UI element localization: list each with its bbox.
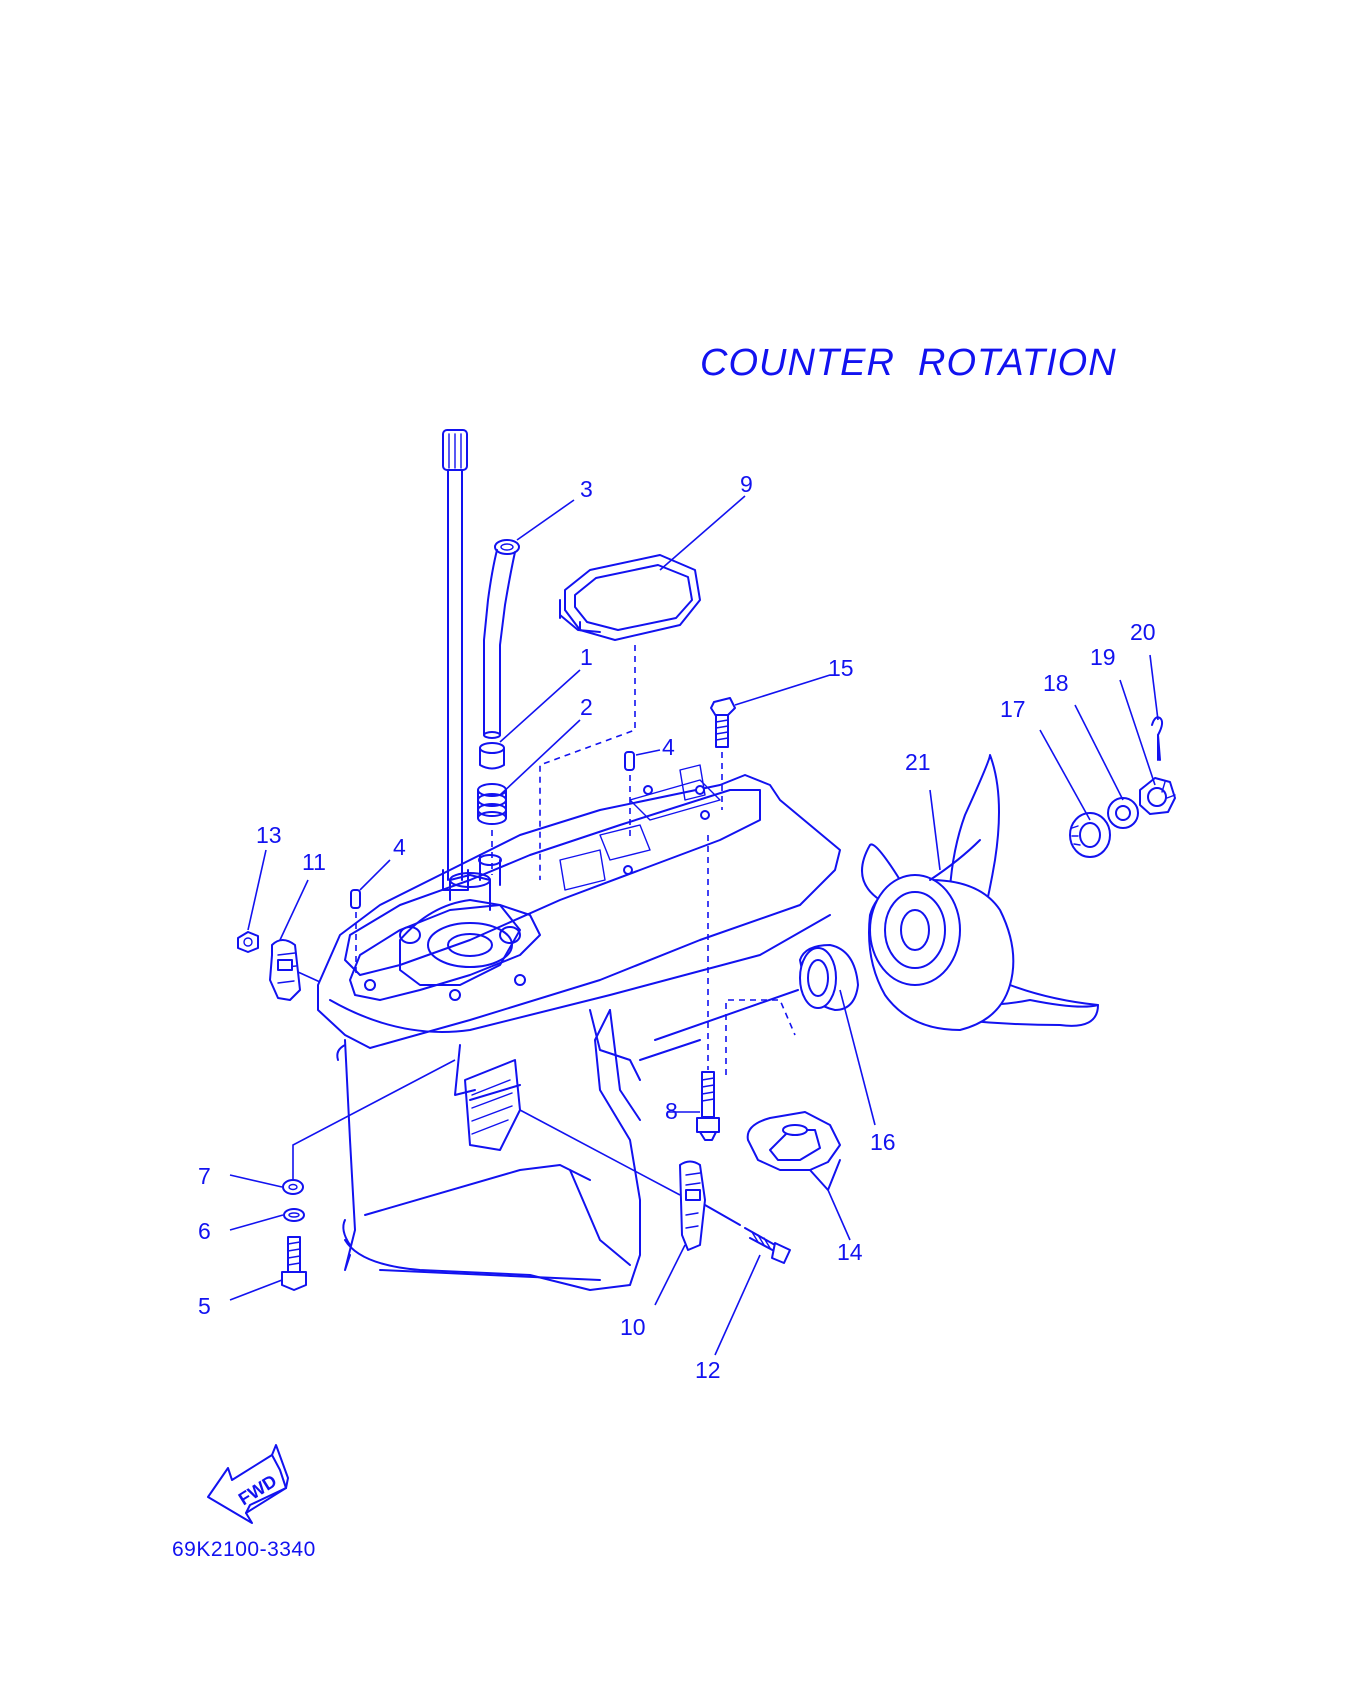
callout-10: 10 <box>620 1314 646 1340</box>
callout-19: 19 <box>1090 644 1116 670</box>
diagram-title: COUNTER ROTATION <box>700 342 1117 384</box>
callout-7: 7 <box>198 1163 211 1189</box>
prop-nut <box>1139 777 1176 815</box>
thrust-spacer <box>654 944 859 1041</box>
anode-11 <box>269 939 321 1001</box>
callout-16: 16 <box>870 1129 896 1155</box>
forward-arrow-icon: FWD <box>207 1444 289 1524</box>
gasket <box>539 554 701 880</box>
dowel-pin-right <box>624 751 635 840</box>
trim-tab-10 <box>679 1160 706 1251</box>
callout-2: 2 <box>580 694 593 720</box>
callout-numbers: 3 9 1 2 4 4 15 21 17 18 19 20 13 11 7 6 … <box>198 471 1156 1383</box>
callout-11: 11 <box>302 849 326 875</box>
callout-5: 5 <box>198 1293 211 1319</box>
propeller <box>861 754 1099 1031</box>
callout-12: 12 <box>695 1357 721 1383</box>
callout-15: 15 <box>828 655 854 681</box>
bolt-12 <box>519 1109 791 1264</box>
callout-20: 20 <box>1130 619 1156 645</box>
callout-1: 1 <box>580 644 593 670</box>
water-tube <box>483 539 520 739</box>
dowel-pin-left <box>350 889 361 975</box>
callout-6: 6 <box>198 1218 211 1244</box>
washer-6 <box>283 1208 305 1222</box>
callout-4-right: 4 <box>662 734 675 760</box>
callout-9: 9 <box>740 471 753 497</box>
trim-tab-anode <box>725 999 841 1191</box>
callout-4-left: 4 <box>393 834 406 860</box>
callout-21: 21 <box>905 749 931 775</box>
bolt-5 <box>281 1236 307 1291</box>
washer-7 <box>282 1059 456 1195</box>
callout-14: 14 <box>837 1239 863 1265</box>
grommet <box>479 742 505 770</box>
diagram-part-number: 69K2100-3340 <box>172 1538 316 1561</box>
callout-13: 13 <box>256 822 282 848</box>
nut-13 <box>237 931 259 953</box>
prop-washer <box>1107 797 1139 829</box>
callout-17: 17 <box>1000 696 1026 722</box>
bolt-15 <box>710 697 736 810</box>
callout-3: 3 <box>580 476 593 502</box>
callout-18: 18 <box>1043 670 1069 696</box>
callout-leaders <box>229 495 1159 1356</box>
drive-shaft <box>442 429 469 891</box>
lower-case-housing <box>317 764 841 1291</box>
bolt-8 <box>696 835 720 1141</box>
seal-rubber <box>477 783 507 875</box>
callout-8: 8 <box>665 1098 678 1124</box>
prop-spacer <box>1069 812 1111 858</box>
cotter-pin <box>1151 716 1164 761</box>
